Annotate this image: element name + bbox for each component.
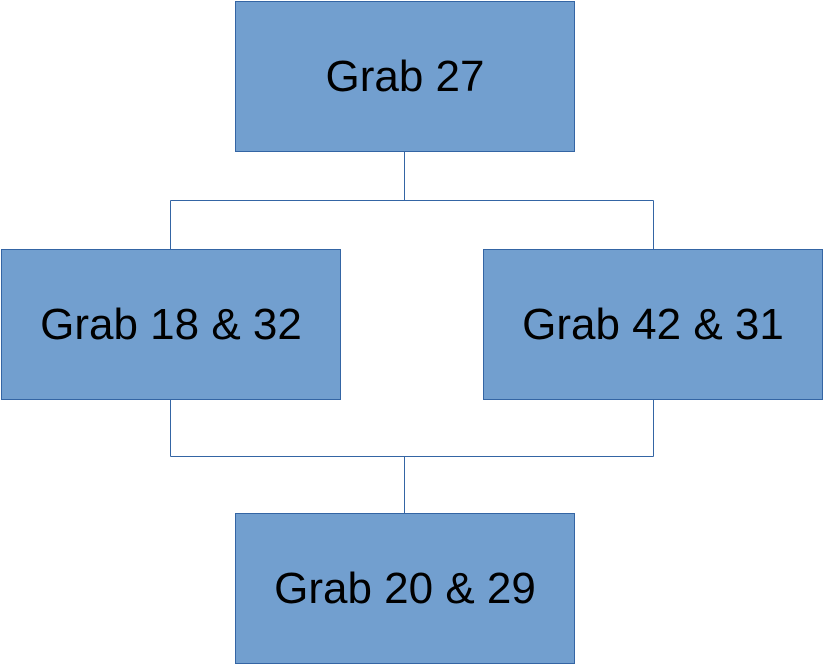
node-grab-20-29: Grab 20 & 29 <box>235 513 575 664</box>
node-grab-18-32: Grab 18 & 32 <box>1 249 341 400</box>
node-label: Grab 20 & 29 <box>274 563 536 613</box>
node-label: Grab 27 <box>325 51 485 101</box>
node-grab-42-31: Grab 42 & 31 <box>483 249 823 400</box>
node-grab-27: Grab 27 <box>235 1 575 152</box>
node-label: Grab 18 & 32 <box>40 299 302 349</box>
node-label: Grab 42 & 31 <box>522 299 784 349</box>
